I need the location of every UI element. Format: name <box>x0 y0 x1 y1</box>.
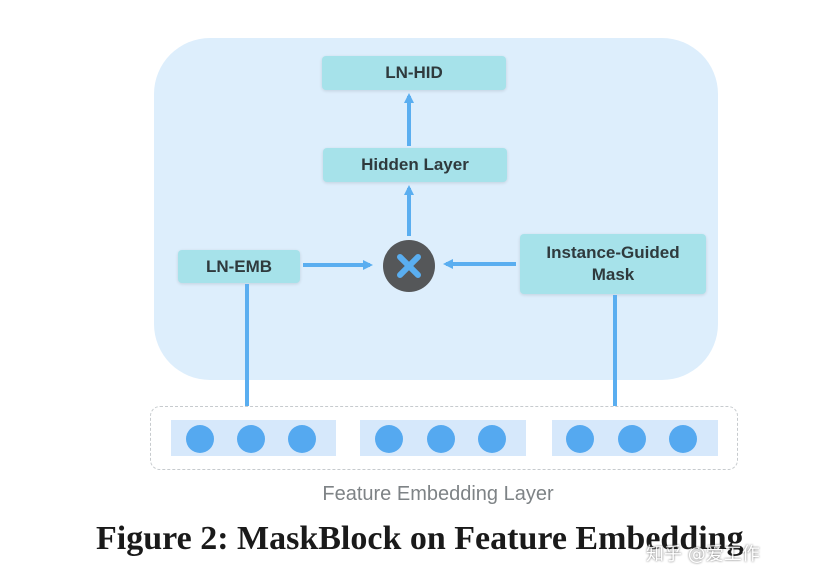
hidden-layer-node: Hidden Layer <box>323 148 507 182</box>
embedding-dot <box>478 425 506 453</box>
embedding-dot <box>566 425 594 453</box>
mask-label: Instance-Guided Mask <box>546 242 679 286</box>
hidden-layer-label: Hidden Layer <box>361 155 469 174</box>
embedding-group <box>171 420 336 456</box>
embedding-group <box>360 420 526 456</box>
ln-hid-node: LN-HID <box>322 56 506 90</box>
ln-emb-label: LN-EMB <box>205 256 273 276</box>
embedding-group <box>552 420 718 456</box>
embedding-dot <box>669 425 697 453</box>
ln-emb-node: LN-EMB <box>178 250 300 283</box>
embedding-dot <box>288 425 316 453</box>
embedding-dot <box>375 425 403 453</box>
feature-embedding-layer-label: Feature Embedding Layer <box>322 483 554 505</box>
watermark: 知乎 @爱工作 <box>646 544 760 565</box>
mask-label-line1: Instance-Guided <box>546 243 680 262</box>
ln-hid-label: LN-HID <box>385 63 443 82</box>
feature-embedding-layer <box>150 406 738 470</box>
figure-caption: Figure 2: MaskBlock on Feature Embedding <box>96 520 744 557</box>
mask-label-line2: Mask <box>591 265 635 284</box>
embedding-dot <box>618 425 646 453</box>
multiply-node <box>383 240 435 292</box>
embedding-dot <box>237 425 265 453</box>
embedding-dot <box>186 425 214 453</box>
multiply-icon <box>397 254 421 278</box>
instance-guided-mask-node: Instance-Guided Mask <box>520 234 706 294</box>
embedding-dot <box>427 425 455 453</box>
